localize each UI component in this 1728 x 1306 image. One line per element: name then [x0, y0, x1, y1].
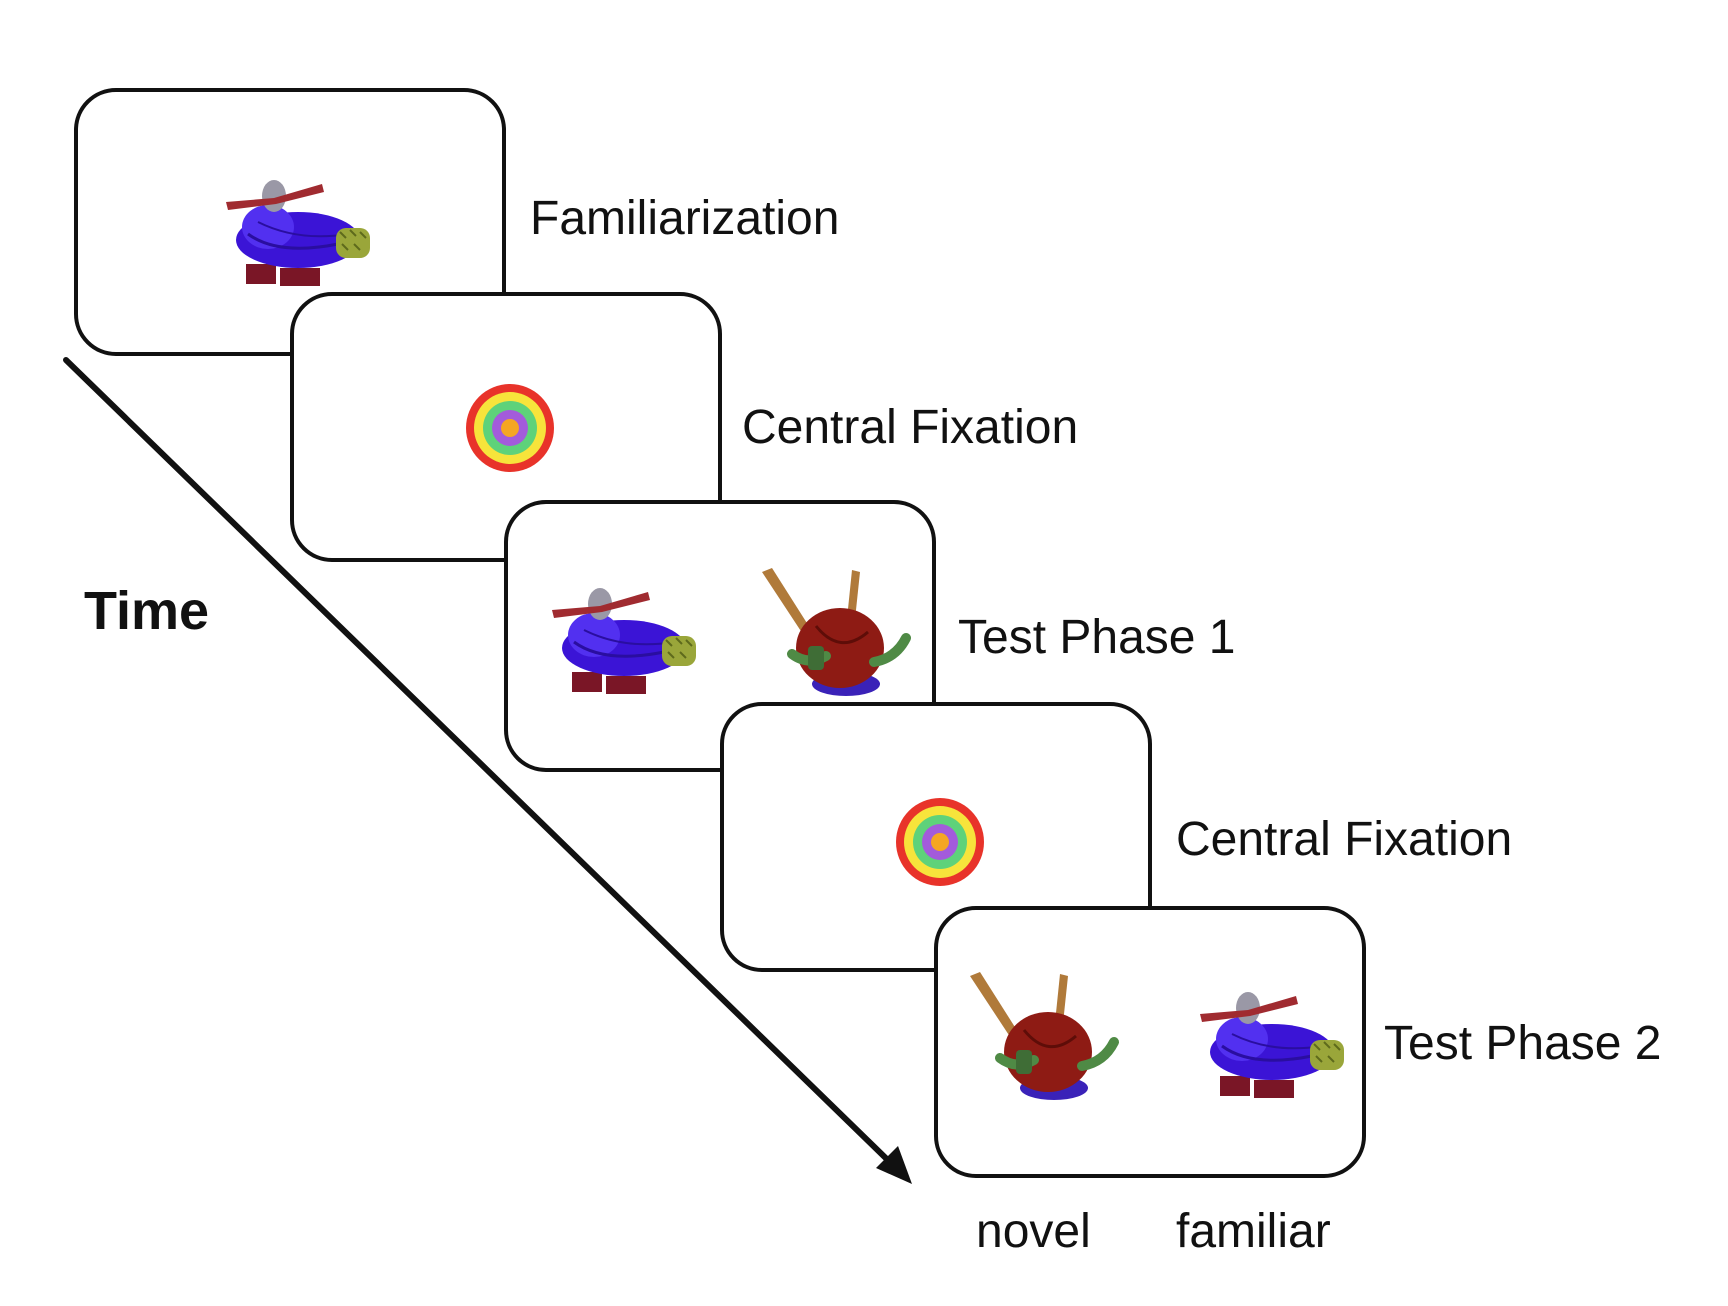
phase-label-test-phase-2: Test Phase 2 — [1384, 1017, 1662, 1070]
phase-label-familiarization: Familiarization — [530, 192, 840, 245]
horned-object — [970, 972, 1119, 1100]
fixation-target-icon — [896, 798, 984, 886]
familiar-label: familiar — [1176, 1205, 1331, 1258]
fixation-target-icon — [466, 384, 554, 472]
phase-label-central-fixation-1: Central Fixation — [742, 401, 1079, 454]
phase-label-central-fixation-2: Central Fixation — [1176, 813, 1513, 866]
test-phase-2-screen — [934, 906, 1366, 1178]
horned-object — [762, 568, 911, 696]
time-axis-label: Time — [84, 581, 210, 641]
phase-label-test-phase-1: Test Phase 1 — [958, 611, 1236, 664]
plane-object — [226, 180, 370, 286]
novel-label: novel — [976, 1205, 1091, 1258]
plane-object — [1200, 992, 1344, 1098]
plane-object — [552, 588, 696, 694]
